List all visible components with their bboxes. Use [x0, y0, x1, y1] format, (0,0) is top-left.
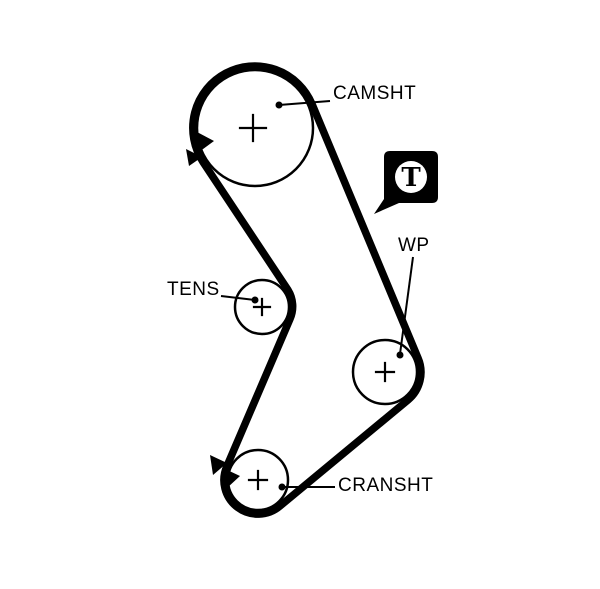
direction-marker-icon [197, 132, 214, 152]
camshaft-leader-line [278, 100, 331, 106]
camshaft-pulley [195, 68, 315, 188]
water-pump-label: WP [398, 235, 430, 256]
tensioner-label: TENS [167, 279, 220, 300]
crankshaft-pulley [226, 448, 290, 512]
tensioner-leader-line [220, 295, 256, 301]
crankshaft-callout: CRANSHT [278, 475, 433, 496]
crankshaft-leader-dot-icon [278, 483, 286, 491]
camshaft-leader-dot-icon [275, 101, 283, 109]
tool-badge: T [374, 151, 438, 214]
water-pump-leader-dot-icon [396, 351, 404, 359]
crankshaft-direction-markers [210, 455, 240, 488]
direction-marker-icon [186, 149, 202, 166]
direction-marker-icon [210, 455, 227, 475]
water-pump-center-mark-icon [374, 361, 396, 383]
camshaft-center-mark-icon [238, 113, 268, 143]
tensioner-callout: TENS [167, 279, 259, 304]
water-pump-pulley [351, 338, 419, 406]
timing-belt-path [189, 62, 425, 518]
direction-marker-icon [223, 468, 240, 488]
camshaft-direction-markers [186, 132, 214, 166]
tool-badge-letter: T [401, 163, 421, 193]
water-pump-callout: WP [396, 235, 430, 359]
water-pump-leader-line [399, 256, 414, 355]
camshaft-label: CAMSHT [333, 83, 416, 104]
crankshaft-label: CRANSHT [338, 475, 433, 496]
tensioner-pulley [233, 278, 291, 336]
camshaft-callout: CAMSHT [275, 83, 416, 109]
crankshaft-center-mark-icon [247, 469, 269, 491]
tensioner-center-mark-icon [252, 297, 272, 317]
tensioner-leader-dot-icon [251, 296, 259, 304]
tool-badge-circle [395, 161, 427, 193]
